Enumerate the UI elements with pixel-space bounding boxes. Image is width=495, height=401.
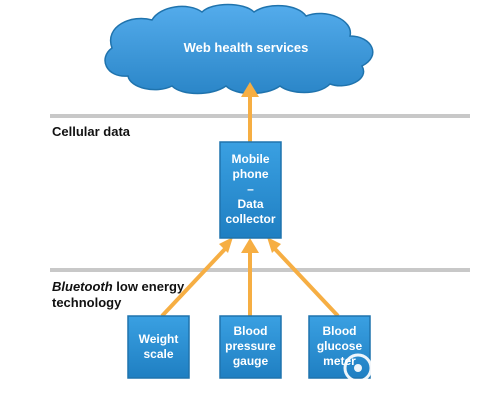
collector-box — [219, 141, 282, 239]
blood-glucose-line-1: Blood — [323, 324, 357, 338]
cloud-shape — [104, 3, 374, 95]
watermark-logo-icon — [343, 353, 373, 383]
blood-glucose-meter-node: Blood glucose meter — [308, 315, 371, 379]
weight-scale-line-2: scale — [143, 347, 173, 361]
collector-line-2: phone — [233, 167, 269, 181]
blood-pressure-line-2: pressure — [225, 339, 276, 353]
mobile-phone-collector-node: Mobile phone – Data collector — [219, 141, 282, 239]
blood-pressure-line-1: Blood — [234, 324, 268, 338]
elecfans-watermark: 电子发烧友 www.elecfans.com — [343, 353, 485, 391]
arrowhead-glucose — [267, 237, 281, 253]
arrowhead-pressure — [241, 238, 259, 253]
cellular-band-line — [50, 114, 470, 118]
blood-glucose-box — [308, 315, 371, 379]
bluetooth-brand-label: Bluetooth — [52, 279, 113, 294]
collector-line-5: collector — [225, 212, 275, 226]
collector-line-3: – — [247, 182, 254, 196]
arrowhead-weight — [219, 237, 233, 253]
watermark-brand: 电子发烧友 — [378, 358, 453, 376]
web-health-services-cloud: Web health services — [104, 3, 374, 95]
cellular-data-label: Cellular data — [52, 124, 131, 139]
cloud-label: Web health services — [184, 40, 309, 55]
weight-scale-box — [127, 315, 190, 379]
blood-glucose-line-3: meter — [323, 354, 356, 368]
arrowhead-cloud — [241, 82, 259, 97]
arrow-glucose-to-collector — [273, 247, 340, 318]
technology-label: technology — [52, 295, 122, 310]
collector-line-1: Mobile — [232, 152, 270, 166]
bluetooth-low-energy-label: low energy — [113, 279, 185, 294]
collector-line-4: Data — [237, 197, 263, 211]
blood-glucose-line-2: glucose — [317, 339, 363, 353]
bluetooth-label: Bluetooth low energy — [52, 279, 185, 294]
arrows — [160, 82, 340, 318]
blood-pressure-gauge-node: Blood pressure gauge — [219, 315, 282, 379]
arrow-weight-to-collector — [160, 247, 227, 318]
watermark-url: www.elecfans.com — [380, 380, 485, 391]
weight-scale-node: Weight scale — [127, 315, 190, 379]
blood-pressure-line-3: gauge — [233, 354, 269, 368]
weight-scale-line-1: Weight — [139, 332, 179, 346]
watermark-logo-dot — [354, 364, 362, 372]
blood-pressure-box — [219, 315, 282, 379]
bluetooth-band-line — [50, 268, 470, 272]
